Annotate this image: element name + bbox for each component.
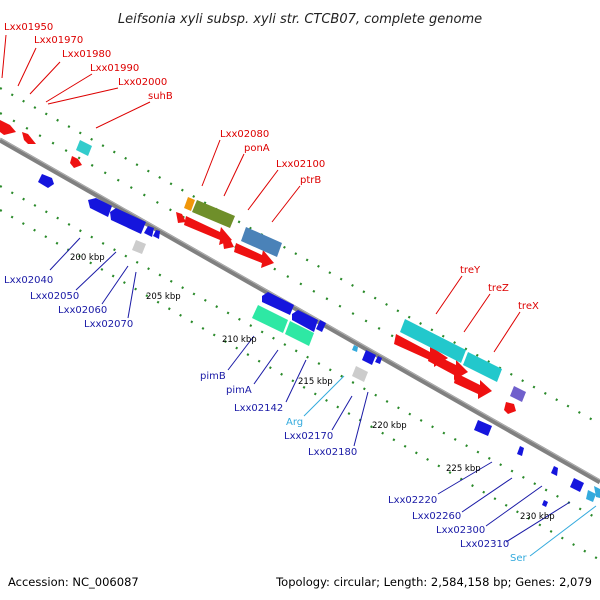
label-lxx02300: Lxx02300 (436, 525, 485, 536)
label-lxx01950: Lxx01950 (4, 22, 53, 33)
feature-pim-green-2 (285, 321, 314, 346)
label-ptrB: ptrB (300, 175, 321, 186)
feature-lxx02180-grey (352, 366, 368, 382)
label-ponA: ponA (244, 143, 270, 154)
label-lxx02100: Lxx02100 (276, 159, 325, 170)
feature-treX-red (454, 373, 492, 399)
rna-leader-lines (303, 375, 597, 557)
feature-blue-lone (38, 174, 54, 188)
feature-lxx02260 (570, 478, 584, 492)
feature-orange (184, 197, 195, 211)
label-ser: Ser (510, 553, 528, 564)
label-lxx02050: Lxx02050 (30, 291, 79, 302)
feature-grey (132, 240, 146, 254)
label-lxx02040: Lxx02040 (4, 275, 53, 286)
feature-ponA (184, 216, 232, 245)
label-lxx02142: Lxx02142 (234, 403, 283, 414)
label-suhB: suhB (148, 91, 173, 102)
feature-trehalose-cyan-2 (463, 352, 502, 382)
feature-cyan-small (76, 140, 92, 156)
feature-ser-trna (594, 486, 600, 498)
feature-small-red (504, 402, 516, 414)
label-lxx02070: Lxx02070 (84, 319, 133, 330)
scale-tick-210kbp: 210 kbp (222, 335, 257, 345)
label-lxx02220: Lxx02220 (388, 495, 437, 506)
feature-ptrB (234, 243, 274, 268)
feature-arg-trna (352, 345, 358, 352)
feature-lxx02220 (474, 420, 492, 436)
bottom-leader-lines (49, 237, 571, 543)
top-leader-lines (1, 34, 521, 353)
feature-treZ-red (428, 352, 468, 380)
feature-blue-arrow-b (153, 230, 160, 239)
feature-blue-arrow-f (551, 466, 558, 476)
label-lxx02060: Lxx02060 (58, 305, 107, 316)
feature-blue-tiny (542, 500, 548, 507)
label-lxx02260: Lxx02260 (412, 511, 461, 522)
feature-lxx02040 (88, 198, 112, 217)
feature-lxx01950 (0, 120, 16, 135)
feature-pimB-blue (262, 292, 294, 315)
feature-lxx02170 (362, 350, 376, 365)
scale-tick-215kbp: 215 kbp (298, 377, 333, 387)
feature-trehalose-cyan-1 (400, 319, 466, 363)
label-arg: Arg (286, 417, 303, 428)
feature-lxx02100 (222, 236, 234, 249)
map-title: Leifsonia xyli subsp. xyli str. CTCB07, … (118, 12, 482, 27)
label-lxx02170: Lxx02170 (284, 431, 333, 442)
label-pimB: pimB (200, 371, 226, 382)
feature-blue-arrow-c (316, 320, 326, 332)
forward-strand-features (0, 120, 516, 414)
feature-steel-blue (241, 227, 282, 257)
feature-lxx02000 (70, 156, 82, 168)
scale-tick-200kbp: 200 kbp (70, 253, 105, 263)
scale-tick-220kbp: 220 kbp (372, 421, 407, 431)
label-treX: treX (518, 301, 539, 312)
reverse-strand-features (38, 174, 600, 507)
feature-blue-arrow-e (517, 446, 524, 456)
label-lxx02180: Lxx02180 (308, 447, 357, 458)
label-treY: treY (460, 265, 481, 276)
accession-text: Accession: NC_006087 (8, 575, 139, 589)
feature-lxx02080-arrow (176, 212, 186, 223)
label-lxx02310: Lxx02310 (460, 539, 509, 550)
feature-lxx02050 (110, 208, 146, 234)
tick-track-inner-bottom (0, 185, 600, 521)
backbone-highlight (0, 137, 600, 481)
genome-summary-text: Topology: circular; Length: 2,584,158 bp… (275, 575, 592, 589)
label-lxx02080: Lxx02080 (220, 129, 269, 140)
feature-blue-arrow-a (144, 226, 154, 237)
feature-lxx02300 (586, 490, 596, 502)
scale-tick-205kbp: 205 kbp (146, 292, 181, 302)
feature-pimA-blue (292, 310, 318, 332)
label-lxx01970: Lxx01970 (34, 35, 83, 46)
label-treZ: treZ (488, 283, 509, 294)
feature-olive (192, 200, 235, 228)
scale-tick-225kbp: 225 kbp (446, 464, 481, 474)
scale-tick-230kbp: 230 kbp (520, 512, 555, 522)
feature-lxx01970 (22, 132, 36, 144)
label-pimA: pimA (226, 385, 252, 396)
label-lxx01990: Lxx01990 (90, 63, 139, 74)
feature-pim-green-1 (252, 305, 288, 333)
feature-purple (510, 386, 526, 402)
forward-misc-features (76, 140, 526, 402)
label-lxx01980: Lxx01980 (62, 49, 111, 60)
label-lxx02000: Lxx02000 (118, 77, 167, 88)
tick-track-inner-top (0, 112, 441, 364)
feature-blue-arrow-d (375, 356, 382, 364)
